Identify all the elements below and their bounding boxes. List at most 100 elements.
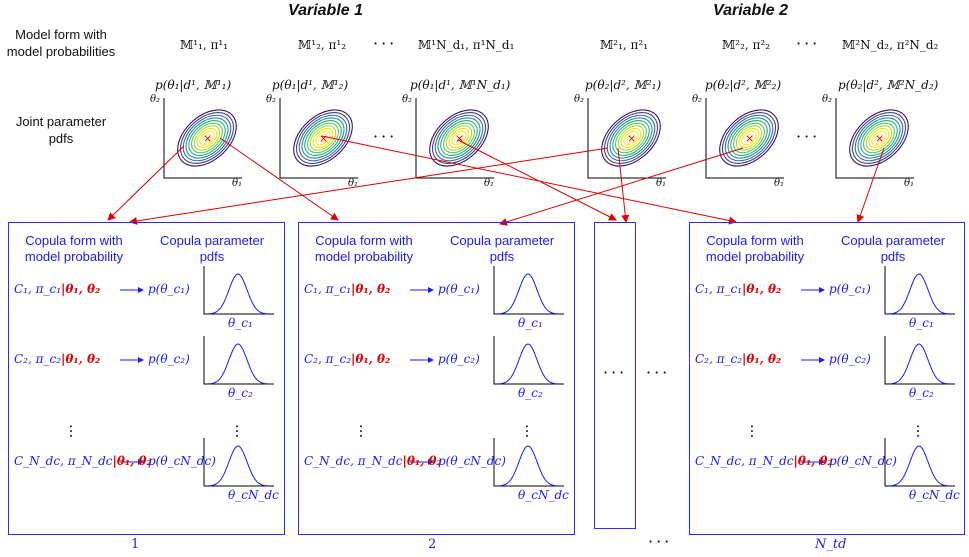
copula-name: C₂, π_c₂ xyxy=(695,352,743,366)
contour-line xyxy=(448,127,470,149)
contour-line xyxy=(196,127,218,149)
contour-line xyxy=(724,114,774,162)
contour-line xyxy=(865,125,893,151)
copula-form-entry: C_N_dc, π_N_dc|θ₁, θ₂ xyxy=(695,454,833,468)
between-box-ellipsis: ··· xyxy=(646,363,671,382)
contour-line xyxy=(318,133,328,143)
pdf-label-v2-2: p(θ₂|d², 𝕄²₂) xyxy=(705,78,782,92)
copula-box-middle xyxy=(594,222,636,529)
copula-condition: |θ₁, θ₂ xyxy=(742,352,782,366)
contour-line xyxy=(293,109,353,167)
contour-line xyxy=(868,127,890,149)
copula-form-entry: C₂, π_c₂|θ₁, θ₂ xyxy=(304,352,390,366)
copula-theta-label: θ_cN_dc xyxy=(518,488,569,502)
copula-param-pdf-label: p(θ_cN_dc) xyxy=(438,454,506,468)
copula-name: C₂, π_c₂ xyxy=(14,352,62,366)
contour-line xyxy=(738,127,760,149)
contour-line xyxy=(434,114,484,162)
contour-axes xyxy=(587,98,666,179)
box-index-n: N_td xyxy=(815,537,847,552)
contour-line xyxy=(617,125,645,151)
copula-params-heading: Copula parameter pdfs xyxy=(449,233,555,264)
copula-form-vertical-ellipsis: ··· xyxy=(352,424,370,439)
contour-x-axis-label: θ₁ xyxy=(656,178,667,189)
contour-line xyxy=(295,112,351,164)
mode-marker: × xyxy=(319,132,328,145)
contour-line xyxy=(735,125,763,151)
box-index-2: 2 xyxy=(428,537,437,552)
connection-arrow xyxy=(321,135,737,225)
contour-line xyxy=(301,117,345,159)
contour-axes xyxy=(163,98,242,179)
contour-y-axis-label: θ₂ xyxy=(822,94,833,105)
copula-condition: |θ₁, θ₂ xyxy=(402,454,442,468)
copula-param-pdf-label: p(θ_c₁) xyxy=(438,282,480,296)
contour-x-axis-label: θ₁ xyxy=(774,178,785,189)
copula-theta-label: θ_cN_dc xyxy=(228,488,279,502)
copula-condition: |θ₁, θ₂ xyxy=(61,282,101,296)
contour-axes xyxy=(279,98,358,179)
connection-arrow xyxy=(107,145,185,221)
contour-x-axis-label: θ₁ xyxy=(232,178,243,189)
copula-form-heading: Copula form with model probability xyxy=(705,233,805,264)
copula-box-1 xyxy=(8,222,285,535)
copula-box-2 xyxy=(298,222,575,535)
contour-line xyxy=(307,122,339,154)
copula-params-heading: Copula parameter pdfs xyxy=(159,233,265,264)
copula-condition: |θ₁, θ₂ xyxy=(351,352,391,366)
contour-ellipsis-v1: ··· xyxy=(373,127,398,146)
contour-line xyxy=(744,133,754,143)
model-form-v1-2: 𝕄¹₂, π¹₂ xyxy=(298,38,347,52)
copula-theta-label: θ_c₁ xyxy=(909,316,934,330)
copula-pdf-vertical-ellipsis: ··· xyxy=(909,424,927,439)
copula-param-pdf-label: p(θ_c₁) xyxy=(148,282,190,296)
copula-name: C_N_dc, π_N_dc xyxy=(14,454,113,468)
box-index-1: 1 xyxy=(131,537,140,552)
contour-line xyxy=(601,109,661,167)
pdf-label-v2-n: p(θ₂|d², 𝕄²N_d₂) xyxy=(838,78,939,92)
contour-line xyxy=(741,130,757,146)
contour-line xyxy=(620,127,642,149)
contour-line xyxy=(719,109,779,167)
connection-arrow xyxy=(457,139,617,221)
contour-line xyxy=(623,130,639,146)
joint-pdfs-row-label: Joint parameter pdfs xyxy=(15,114,107,146)
copula-theta-label: θ_c₂ xyxy=(518,386,543,400)
contour-y-axis-label: θ₂ xyxy=(150,94,161,105)
pdf-label-v2-1: p(θ₂|d², 𝕄²₁) xyxy=(585,78,662,92)
bottom-ellipsis: ··· xyxy=(648,532,673,551)
contour-axes xyxy=(415,98,494,179)
contour-x-axis-label: θ₁ xyxy=(348,178,359,189)
copula-param-pdf-label: p(θ_c₁) xyxy=(829,282,871,296)
contour-line xyxy=(431,112,487,164)
copula-form-entry: C₁, π_c₁|θ₁, θ₂ xyxy=(304,282,390,296)
copula-form-vertical-ellipsis: ··· xyxy=(62,424,80,439)
model-form-ellipsis-v1: ··· xyxy=(373,34,398,53)
contour-line xyxy=(440,120,478,156)
copula-form-entry: C_N_dc, π_N_dc|θ₁, θ₂ xyxy=(14,454,152,468)
mode-marker: × xyxy=(627,132,636,145)
contour-line xyxy=(451,130,467,146)
mode-marker: × xyxy=(875,132,884,145)
mode-marker: × xyxy=(455,132,464,145)
copula-param-pdf-label: p(θ_c₂) xyxy=(148,352,190,366)
copula-param-pdf-label: p(θ_cN_dc) xyxy=(829,454,897,468)
copula-name: C₂, π_c₂ xyxy=(304,352,352,366)
contour-line xyxy=(849,109,909,167)
copula-name: C_N_dc, π_N_dc xyxy=(695,454,794,468)
contour-x-axis-label: θ₁ xyxy=(904,178,915,189)
contour-line xyxy=(437,117,481,159)
contour-line xyxy=(429,109,489,167)
copula-box-n xyxy=(689,222,965,535)
connection-arrow xyxy=(499,147,744,226)
contour-line xyxy=(445,125,473,151)
contour-line xyxy=(863,122,895,154)
contour-line xyxy=(721,112,777,164)
copula-condition: |θ₁, θ₂ xyxy=(61,352,101,366)
copula-theta-label: θ_c₂ xyxy=(228,386,253,400)
contour-line xyxy=(871,130,887,146)
contour-line xyxy=(185,117,229,159)
model-form-row-label: Model form with model probabilities xyxy=(6,27,116,59)
copula-form-heading: Copula form with model probability xyxy=(314,233,414,264)
connection-arrow xyxy=(617,147,630,223)
